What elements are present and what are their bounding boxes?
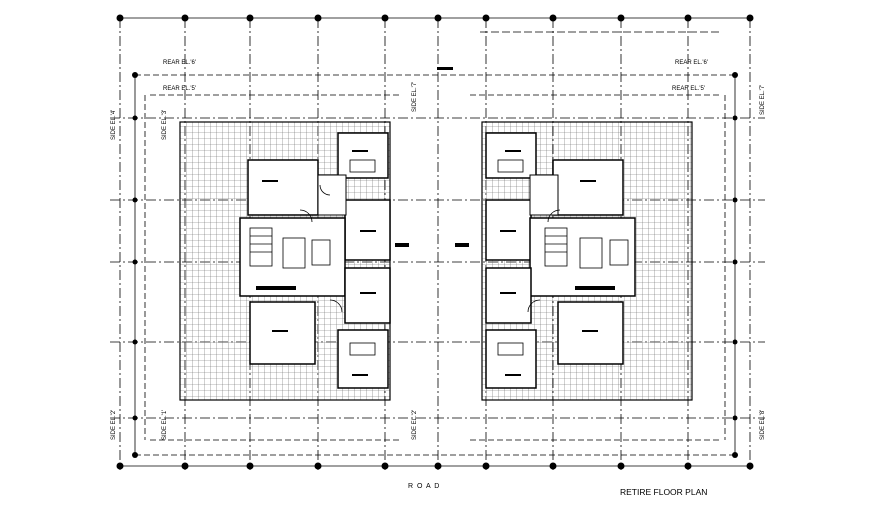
label-rear-el-6-right: REAR EL.'6'	[675, 60, 708, 66]
label-side-el-3-left: SIDE EL.'3'	[162, 110, 168, 140]
label-rear-el-6-left: REAR EL.'6'	[163, 60, 196, 66]
label-rear-el-5-right: REAR EL.'5'	[672, 86, 705, 92]
road-label: R O A D	[408, 483, 440, 490]
right-building-block	[481, 121, 693, 401]
label-side-el-2-left: SIDE EL.'2'	[111, 410, 117, 440]
label-side-el-1-left: SIDE EL.'1'	[162, 410, 168, 440]
label-side-el-8-right: SIDE EL.'8'	[760, 410, 766, 440]
label-rear-el-5-left: REAR EL.'5'	[163, 86, 196, 92]
column-markers	[116, 14, 754, 470]
elevation-labels: REAR EL.'6' REAR EL.'5' REAR EL.'6' REAR…	[111, 60, 766, 440]
label-side-el-7-center: SIDE EL.'7'	[412, 82, 418, 112]
drawing-title: RETIRE FLOOR PLAN	[620, 487, 707, 497]
label-side-el-7-right: SIDE EL.'7'	[760, 85, 766, 115]
label-side-el-4-left: SIDE EL.'4'	[111, 110, 117, 140]
left-building-block	[179, 121, 391, 401]
label-side-el-2-center: SIDE EL.'2'	[412, 410, 418, 440]
